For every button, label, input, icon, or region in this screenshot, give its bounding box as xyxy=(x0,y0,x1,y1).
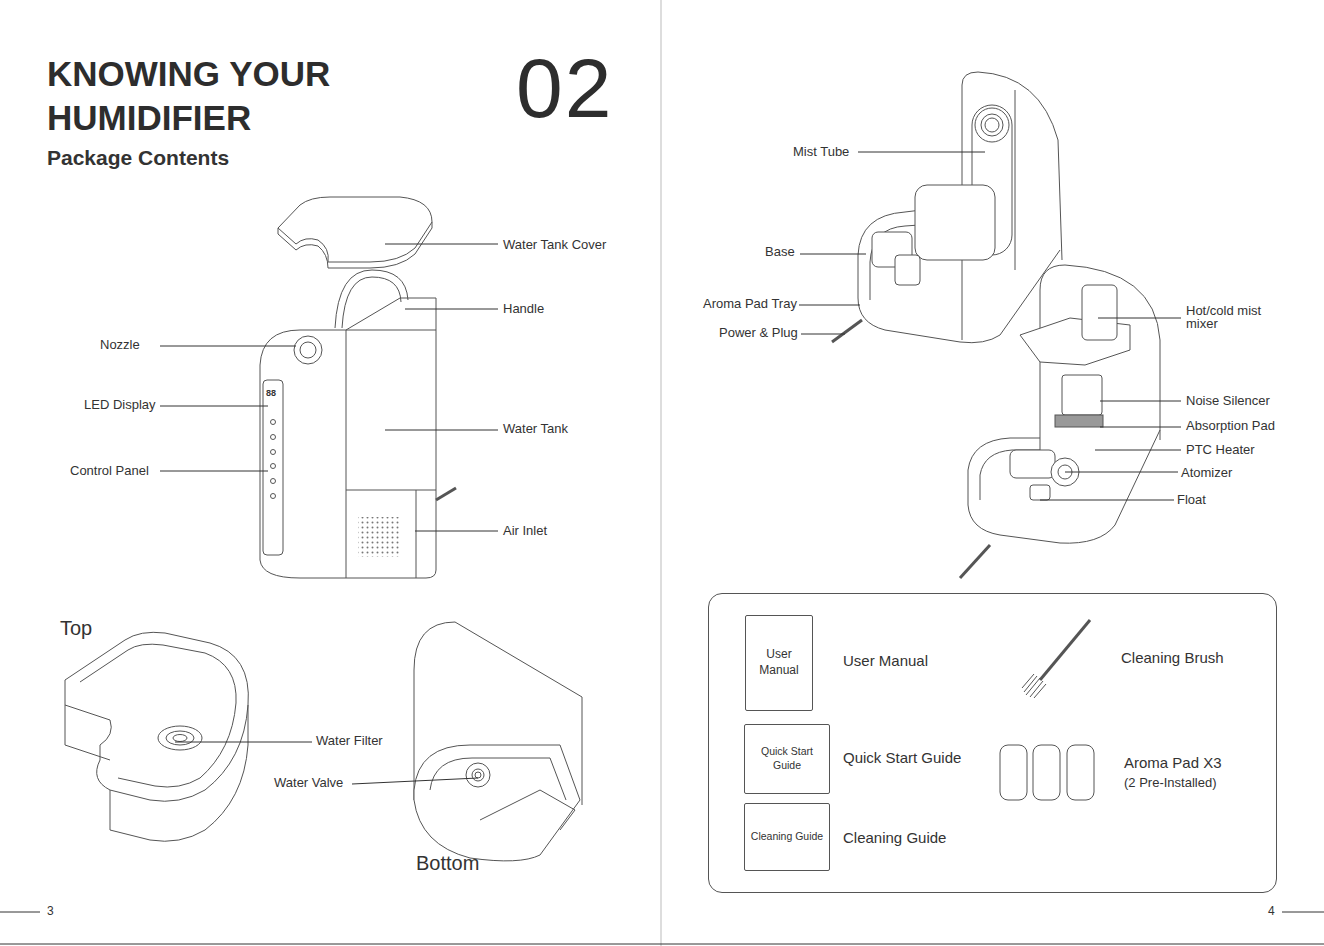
document-box: User Manual xyxy=(745,615,813,711)
part-name: Water Valve xyxy=(274,776,343,791)
page-title: KNOWING YOUR HUMIDIFIER xyxy=(47,52,347,140)
item-name: Cleaning Brush xyxy=(1121,649,1224,666)
part-name: Atomizer xyxy=(1181,466,1232,481)
document-title: Quick Start Guide xyxy=(749,745,825,772)
cleaning-brush xyxy=(1022,620,1090,698)
page-number: 3 xyxy=(47,905,54,919)
aroma-pads xyxy=(1000,745,1094,800)
humidifier-body xyxy=(260,270,456,578)
part-name: Mist Tube xyxy=(793,145,849,160)
package-contents-box: User ManualQuick Start GuideCleaning Gui… xyxy=(708,593,1277,893)
part-name: Noise Silencer xyxy=(1186,394,1270,409)
item-name: Quick Start Guide xyxy=(843,749,961,766)
item-name: Cleaning Guide xyxy=(843,829,946,846)
part-name: Control Panel xyxy=(70,464,149,479)
item-name: (2 Pre-Installed) xyxy=(1124,776,1216,791)
tank-top-view xyxy=(65,632,248,841)
document-box: Quick Start Guide xyxy=(744,724,830,794)
base-exploded xyxy=(960,265,1160,578)
view-title: Bottom xyxy=(416,852,479,875)
section-heading: Package Contents xyxy=(47,146,229,170)
page-number: 4 xyxy=(1268,905,1275,919)
item-name: User Manual xyxy=(843,652,928,669)
page-rule xyxy=(0,912,40,913)
led-digits: 88 xyxy=(266,388,276,398)
section-number: 02 xyxy=(516,40,613,137)
part-name: Handle xyxy=(503,302,544,317)
part-name: Air Inlet xyxy=(503,524,547,539)
tank-cover xyxy=(278,197,432,268)
part-name: Power & Plug xyxy=(719,326,798,341)
part-name: Water Filter xyxy=(316,734,383,749)
document-title: User Manual xyxy=(750,647,808,678)
part-name: Float xyxy=(1177,493,1206,508)
part-name: Base xyxy=(765,245,795,260)
part-name: Water Tank xyxy=(503,422,568,437)
page-divider xyxy=(661,0,662,946)
document-box: Cleaning Guide xyxy=(744,803,830,871)
document-title: Cleaning Guide xyxy=(751,830,823,844)
leader-lines xyxy=(160,152,1181,784)
part-name: Nozzle xyxy=(100,338,140,353)
page-rule xyxy=(1282,912,1324,913)
part-name: Water Tank Cover xyxy=(503,238,606,253)
part-name: PTC Heater xyxy=(1186,443,1255,458)
part-name: Aroma Pad Tray xyxy=(703,297,797,312)
part-name: Hot/cold mist mixer xyxy=(1186,304,1281,330)
page-edge xyxy=(0,944,1324,945)
part-name: LED Display xyxy=(84,398,156,413)
tank-bottom-view xyxy=(414,622,582,861)
item-name: Aroma Pad X3 xyxy=(1124,754,1222,771)
part-name: Absorption Pad xyxy=(1186,419,1275,434)
base-upper xyxy=(832,72,1062,343)
view-title: Top xyxy=(60,617,92,640)
